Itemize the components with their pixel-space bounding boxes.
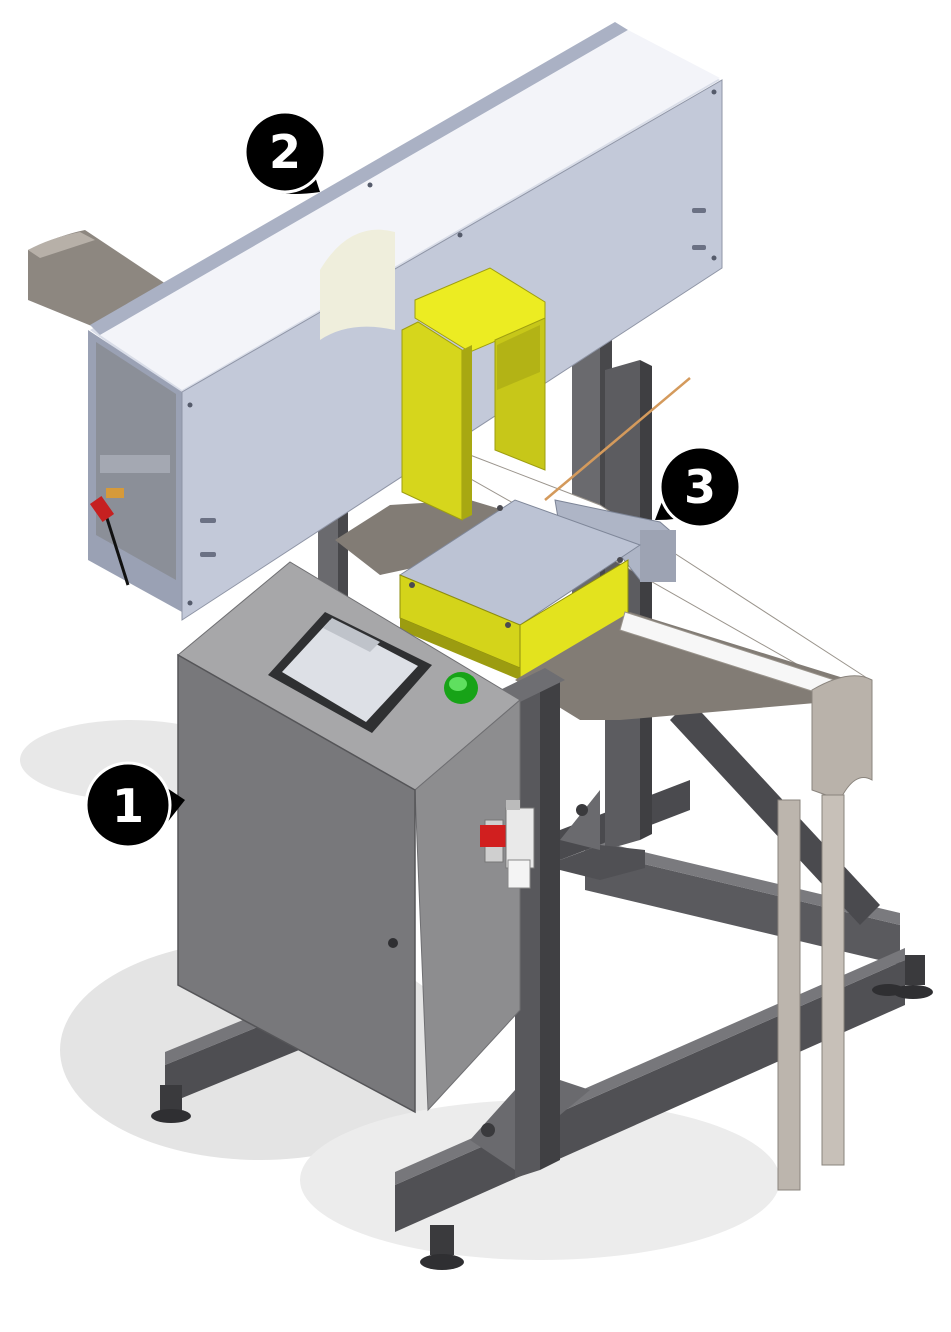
callout-1-label: 1 xyxy=(112,779,144,833)
callout-3: 3 xyxy=(655,445,742,529)
control-cabinet xyxy=(177,561,521,1114)
callout-2-label: 2 xyxy=(269,125,301,179)
yellow-guard xyxy=(401,267,546,521)
leveling-foot xyxy=(872,984,904,996)
leveling-foot xyxy=(151,1085,191,1123)
leveling-foot xyxy=(420,1225,464,1270)
sensor-rod xyxy=(544,377,691,501)
cable-connector-icon xyxy=(89,488,130,586)
reject-unit xyxy=(398,499,676,692)
callout-2: 2 xyxy=(243,110,327,194)
outfeed-conveyor xyxy=(515,611,873,1191)
callout-1: 1 xyxy=(84,761,185,849)
green-push-button-icon[interactable] xyxy=(444,672,478,704)
touchscreen-hmi-icon[interactable] xyxy=(268,612,432,733)
callout-3-label: 3 xyxy=(684,460,716,514)
air-regulator-icon xyxy=(480,800,535,889)
door-lock-icon[interactable] xyxy=(388,938,398,948)
